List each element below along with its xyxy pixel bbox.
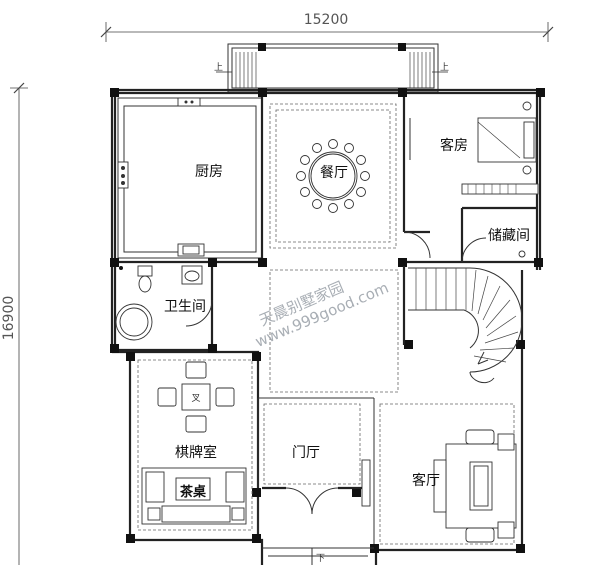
width-dimension-label: 15200 — [304, 12, 349, 28]
top-dimension: 15200 — [100, 12, 554, 42]
bathroom-label: 卫生间 — [164, 299, 206, 315]
storage-label: 储藏间 — [488, 228, 530, 244]
rear-terrace: 上 上 — [214, 43, 449, 93]
dining-label: 餐厅 — [320, 165, 348, 181]
room-labels: 厨房 餐厅 客房 储藏间 卫生间 棋牌室 门厅 客厅 — [164, 137, 530, 489]
watermark: 天晨别墅家园 www.999good.com — [253, 278, 392, 351]
living-room-label: 客厅 — [412, 472, 440, 489]
tea-table-label: 茶桌 — [180, 484, 207, 500]
height-dimension-label: 16900 — [1, 296, 17, 341]
chess-room-furniture: 叉 茶桌 — [141, 361, 247, 525]
dining-chairs — [296, 139, 370, 213]
stair-up-label-right: 上 — [440, 62, 449, 73]
guest-room-label: 客房 — [440, 137, 468, 154]
stair-up-label-left: 上 — [214, 62, 223, 73]
bathroom-fixtures — [115, 265, 203, 341]
door-swings — [185, 231, 487, 327]
guest-bed — [409, 101, 537, 175]
curved-staircase — [402, 266, 523, 384]
entrance: 下 — [262, 486, 374, 565]
chess-table-mark: 叉 — [191, 393, 200, 404]
chess-room-label: 棋牌室 — [175, 444, 217, 461]
kitchen-label: 厨房 — [195, 164, 223, 180]
columns — [110, 88, 545, 553]
kitchen-fixtures — [117, 97, 205, 257]
storage-shelves — [461, 183, 539, 258]
left-dimension: 16900 — [1, 82, 28, 565]
ceiling-outlines — [137, 103, 515, 545]
living-room-furniture — [361, 429, 517, 543]
stair-down-label: 下 — [316, 554, 325, 564]
dining-table — [296, 139, 370, 213]
foyer-label: 门厅 — [292, 445, 320, 461]
